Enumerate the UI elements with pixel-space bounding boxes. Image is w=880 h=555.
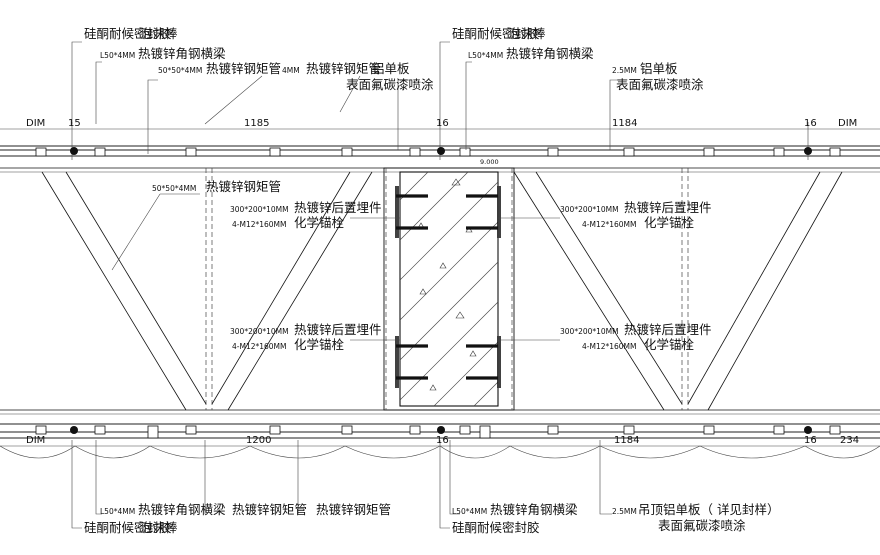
bolt-spec-lower-right: 4-M12*160MM [582,342,637,351]
sealant-label-bottom-left: 硅酮耐候密封胶 [84,520,172,535]
bolt-label-lower-right: 化学锚栓 [644,337,695,352]
dim-top-5: 16 [804,118,817,129]
sealant-label-bottom-right: 硅酮耐候密封胶 [452,520,540,535]
dim-top-6: DIM [838,118,857,129]
bolt-label-upper-left: 化学锚栓 [294,215,345,230]
bottom-clips [35,425,841,439]
alu-label-top-right: 铝单板 [640,61,678,76]
top-joints [70,147,812,155]
dim-bottom-0: DIM [26,435,45,446]
plate-spec-lower-left: 300*200*10MM [230,327,289,336]
bolt-label-upper-right: 化学锚栓 [644,215,695,230]
dim-top-1: 15 [68,118,81,129]
truss-left [41,168,373,411]
angle-label-bottom-left: 热镀锌角钢横梁 [138,502,226,517]
foam-rod-label-bottom-left: 泡沫棒 [140,520,178,535]
plate-label-lower-right: 热镀锌后置埋件 [624,322,712,337]
leader-lines [71,41,620,529]
dim-bottom-1: 1200 [246,435,271,446]
dim-top-3: 16 [436,118,449,129]
tube-label-bottom-1: 热镀锌钢矩管 [232,502,307,517]
plate-spec-upper-left: 300*200*10MM [230,205,289,214]
alu-label-bottom: 吊顶铝单板（ 详见封样） [638,502,779,517]
foam-rod-label-top-right: 泡沫棒 [508,26,546,41]
tube-spec-top-2: 4MM [282,66,300,75]
top-annotations: 硅酮耐候密封胶 泡沫棒 L50*4MM 热镀锌角钢横梁 50*50*4MM 热镀… [84,26,704,92]
angle-label-top-right: 热镀锌角钢横梁 [506,46,594,61]
coating-label-bottom: 表面氟碳漆喷涂 [658,518,746,533]
tube-label-mid: 热镀锌钢矩管 [206,179,281,194]
alu-label-top-mid: 铝单板 [372,61,410,76]
concrete-column [383,167,515,411]
tube-label-top: 热镀锌钢矩管 [206,61,281,76]
top-rail [0,122,880,173]
tube-label-top-2: 热镀锌钢矩管 [306,61,381,76]
alu-spec-top-right: 2.5MM [612,66,637,75]
tube-label-bottom-2: 热镀锌钢矩管 [316,502,391,517]
plate-label-upper-left: 热镀锌后置埋件 [294,200,382,215]
alu-spec-bottom: 2.5MM [612,507,637,516]
truss-right [513,168,843,411]
level-mark: 9.000 [480,158,499,166]
dim-top-4: 1184 [612,118,637,129]
plate-label-lower-left: 热镀锌后置埋件 [294,322,382,337]
coating-label-top-right: 表面氟碳漆喷涂 [616,77,704,92]
bottom-annotations: L50*4MM 热镀锌角钢横梁 热镀锌钢矩管 热镀锌钢矩管 硅酮耐候密封胶 泡沫… [84,502,779,535]
bolt-spec-upper-left: 4-M12*160MM [232,220,287,229]
foam-rod-label-top-left: 泡沫棒 [140,26,178,41]
plate-spec-lower-right: 300*200*10MM [560,327,619,336]
angle-spec-top-left: L50*4MM [100,51,135,60]
bolt-spec-lower-left: 4-M12*160MM [232,342,287,351]
dim-top-0: DIM [26,118,45,129]
dim-top-2: 1185 [244,118,269,129]
tube-spec-mid: 50*50*4MM [152,184,196,193]
dim-bottom-2: 16 [436,435,449,446]
angle-spec-bottom-left: L50*4MM [100,507,135,516]
bolt-label-lower-left: 化学锚栓 [294,337,345,352]
sealant-label-top-left: 硅酮耐候密封胶 [84,26,172,41]
tube-spec-top: 50*50*4MM [158,66,202,75]
coating-label-top-mid: 表面氟碳漆喷涂 [346,77,434,92]
plate-label-upper-right: 热镀锌后置埋件 [624,200,712,215]
dim-bottom-5: 234 [840,435,859,446]
angle-spec-top-right: L50*4MM [468,51,503,60]
anchor-bolts [395,186,501,388]
top-dimensions: DIM 15 1185 16 1184 16 DIM [26,118,857,129]
angle-spec-bottom-right: L50*4MM [452,507,487,516]
angle-label-top-left: 热镀锌角钢横梁 [138,46,226,61]
bolt-spec-upper-right: 4-M12*160MM [582,220,637,229]
middle-annotations: 50*50*4MM 热镀锌钢矩管 9.000 300*200*10MM 热镀锌后… [152,158,712,352]
angle-label-bottom-right: 热镀锌角钢横梁 [490,502,578,517]
dim-bottom-4: 16 [804,435,817,446]
top-clips [35,147,841,157]
bottom-joints [70,426,812,434]
plate-spec-upper-right: 300*200*10MM [560,205,619,214]
bottom-dimensions: DIM 1200 16 1184 16 234 [26,435,859,446]
dim-bottom-3: 1184 [614,435,639,446]
sealant-label-top-right: 硅酮耐候密封胶 [452,26,540,41]
